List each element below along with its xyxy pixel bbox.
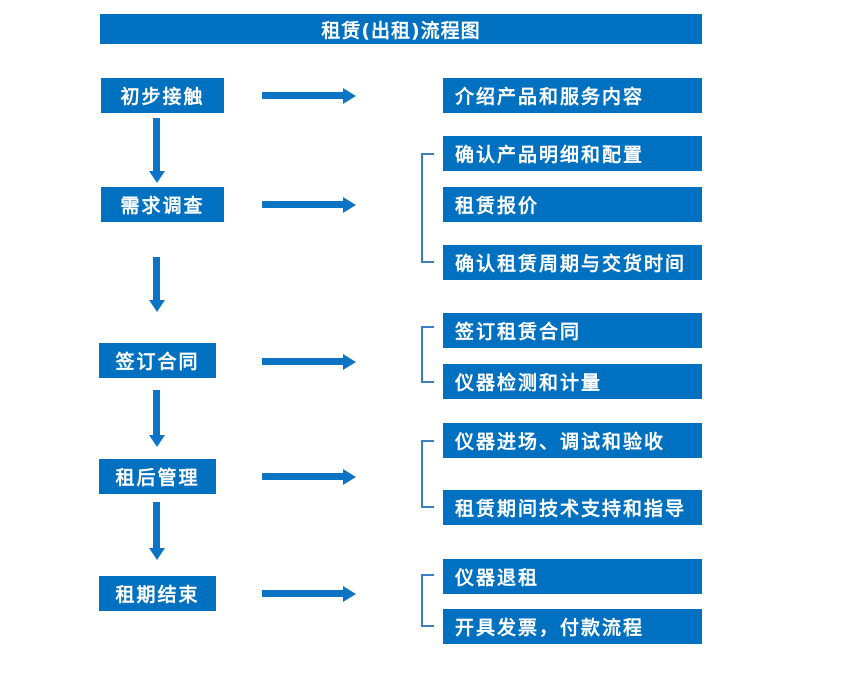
step-box-post-rental-management: 租后管理 — [99, 459, 216, 494]
down-arrow-icon — [148, 502, 165, 560]
detail-box-instrument-return: 仪器退租 — [443, 559, 702, 594]
detail-box-rental-quotation: 租赁报价 — [443, 187, 702, 222]
detail-box-confirm-rental-period-delivery: 确认租赁周期与交货时间 — [443, 245, 702, 280]
step-box-demand-survey: 需求调查 — [101, 187, 224, 222]
group-bracket — [421, 153, 434, 263]
group-bracket — [421, 326, 434, 383]
step-box-sign-contract: 签订合同 — [99, 343, 216, 378]
right-arrow-icon — [262, 353, 356, 370]
detail-box-rental-technical-support: 租赁期间技术支持和指导 — [443, 490, 702, 525]
step-box-lease-end: 租期结束 — [99, 576, 216, 611]
detail-box-confirm-product-details-config: 确认产品明细和配置 — [443, 136, 702, 171]
down-arrow-icon — [148, 257, 165, 312]
detail-box-instrument-testing-calibration: 仪器检测和计量 — [443, 364, 702, 399]
right-arrow-icon — [262, 468, 356, 485]
detail-box-introduce-products-services: 介绍产品和服务内容 — [443, 78, 702, 113]
down-arrow-icon — [148, 390, 165, 447]
detail-box-sign-rental-contract: 签订租赁合同 — [443, 313, 702, 348]
detail-box-invoice-payment: 开具发票，付款流程 — [443, 609, 702, 644]
group-bracket — [421, 574, 434, 627]
right-arrow-icon — [262, 196, 356, 213]
flowchart-title: 租赁(出租)流程图 — [100, 14, 702, 44]
step-box-initial-contact: 初步接触 — [101, 78, 224, 113]
right-arrow-icon — [262, 585, 356, 602]
down-arrow-icon — [148, 118, 165, 183]
right-arrow-icon — [262, 87, 356, 104]
group-bracket — [421, 440, 434, 508]
detail-box-instrument-setup-acceptance: 仪器进场、调试和验收 — [443, 423, 702, 458]
